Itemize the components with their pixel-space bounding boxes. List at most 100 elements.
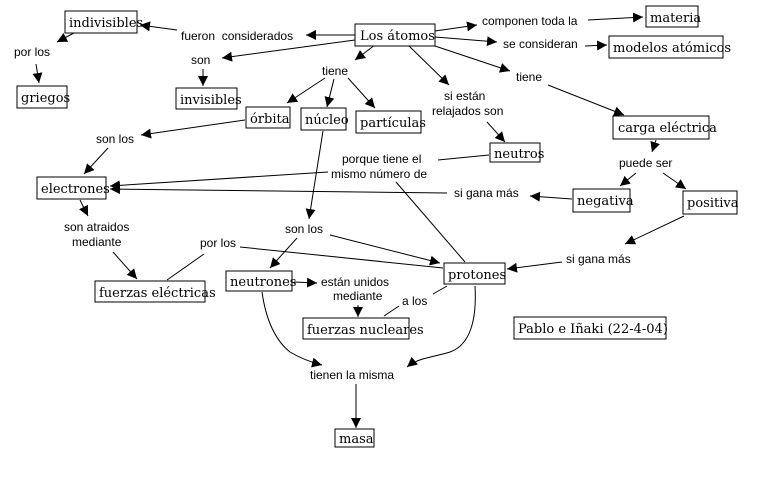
link-label: tiene bbox=[516, 70, 542, 84]
edge bbox=[261, 291, 323, 368]
link-label: si están bbox=[444, 89, 485, 103]
link-label: tienen la misma bbox=[310, 368, 394, 382]
edge bbox=[529, 191, 573, 202]
link-label: mismo número de bbox=[331, 167, 427, 181]
node-label: protones bbox=[448, 268, 506, 283]
edge bbox=[293, 277, 318, 288]
edge bbox=[109, 171, 329, 191]
node-label: electrones bbox=[41, 182, 110, 197]
edge bbox=[324, 78, 335, 108]
link-label: fueron considerados bbox=[181, 29, 293, 43]
edge bbox=[56, 32, 75, 43]
edge bbox=[166, 253, 205, 281]
edge bbox=[83, 147, 109, 175]
link-label: si gana más bbox=[454, 186, 519, 200]
link-label: a los bbox=[402, 294, 427, 308]
edge bbox=[587, 12, 644, 23]
node-label: neutros bbox=[494, 147, 544, 162]
link-label: relajados son bbox=[432, 104, 503, 118]
edge bbox=[79, 199, 89, 217]
node-neutros[interactable]: neutros bbox=[489, 142, 544, 163]
link-label: porque tiene el bbox=[342, 152, 421, 166]
node-neutrones[interactable]: neutrones bbox=[225, 270, 296, 292]
edge bbox=[221, 39, 356, 62]
node-modelos[interactable]: modelos atómicos bbox=[608, 35, 731, 59]
edge bbox=[395, 181, 466, 263]
node-label: fuerzas eléctricas bbox=[99, 286, 216, 301]
node-label: positiva bbox=[687, 196, 739, 211]
link-label: están unidos bbox=[321, 275, 389, 289]
node-protones[interactable]: protones bbox=[443, 262, 506, 285]
node-label: neutrones bbox=[230, 275, 296, 290]
edge bbox=[406, 285, 476, 368]
node-invisibles[interactable]: invisibles bbox=[175, 87, 242, 110]
node-label: negativa bbox=[577, 194, 634, 209]
edge bbox=[269, 237, 298, 269]
edge bbox=[407, 44, 450, 86]
edge bbox=[584, 40, 608, 51]
edge bbox=[434, 21, 478, 32]
edge bbox=[109, 184, 448, 195]
edge bbox=[139, 21, 178, 32]
node-materia[interactable]: materia bbox=[645, 5, 701, 28]
edge bbox=[437, 154, 490, 161]
link-label: puede ser bbox=[619, 156, 672, 170]
edge bbox=[431, 44, 511, 73]
node-label: modelos atómicos bbox=[613, 41, 731, 56]
link-label: son los bbox=[285, 222, 323, 236]
link-label: si gana más bbox=[566, 252, 631, 266]
edges bbox=[32, 12, 687, 428]
link-label: por los bbox=[14, 45, 50, 59]
edge bbox=[619, 172, 637, 187]
link-label: componen toda la bbox=[482, 14, 578, 28]
edge bbox=[432, 285, 448, 295]
node-atomos[interactable]: Los átomos bbox=[354, 23, 436, 47]
edge bbox=[434, 36, 498, 47]
edge bbox=[239, 246, 444, 269]
node-nucleo[interactable]: núcleo bbox=[300, 107, 349, 131]
node-carga[interactable]: carga eléctrica bbox=[612, 115, 717, 140]
edge bbox=[624, 215, 685, 245]
edge bbox=[662, 172, 687, 190]
edge bbox=[329, 234, 441, 266]
node-electrones[interactable]: electrones bbox=[36, 176, 110, 200]
node-orbita[interactable]: órbita bbox=[245, 106, 291, 129]
node-negativa[interactable]: negativa bbox=[572, 188, 634, 213]
edge bbox=[305, 130, 324, 220]
node-fuerzas-electricas[interactable]: fuerzas eléctricas bbox=[94, 280, 216, 303]
credits-box: Pablo e Iñaki (22-4-04) bbox=[513, 316, 668, 340]
node-fuerzas-nucleares[interactable]: fuerzas nucleares bbox=[302, 317, 424, 340]
node-label: carga eléctrica bbox=[618, 121, 717, 136]
link-label: tiene bbox=[322, 64, 348, 78]
link-label: se consideran bbox=[503, 37, 578, 51]
edge bbox=[286, 77, 326, 104]
edge bbox=[140, 119, 246, 139]
edge bbox=[354, 44, 376, 61]
link-label: son los bbox=[96, 132, 134, 146]
edge bbox=[486, 121, 506, 143]
node-label: Los átomos bbox=[360, 29, 435, 44]
node-label: fuerzas nucleares bbox=[307, 323, 424, 338]
node-particulas[interactable]: partículas bbox=[355, 110, 426, 134]
credits-label: Pablo e Iñaki (22-4-04) bbox=[518, 322, 668, 337]
node-label: griegos bbox=[21, 91, 70, 106]
node-label: masa bbox=[339, 432, 374, 447]
link-label: mediante bbox=[333, 289, 383, 303]
node-label: invisibles bbox=[180, 93, 242, 108]
node-label: órbita bbox=[250, 112, 290, 127]
node-label: materia bbox=[650, 11, 701, 26]
node-indivisibles[interactable]: indivisibles bbox=[64, 10, 143, 34]
edge bbox=[347, 77, 376, 109]
link-label: son atraidos bbox=[64, 220, 129, 234]
node-griegos[interactable]: griegos bbox=[16, 85, 70, 109]
edge bbox=[383, 305, 400, 317]
node-masa[interactable]: masa bbox=[334, 428, 375, 448]
link-label: mediante bbox=[72, 235, 122, 249]
node-label: indivisibles bbox=[69, 16, 143, 31]
node-positiva[interactable]: positiva bbox=[682, 190, 739, 215]
node-label: partículas bbox=[360, 116, 426, 131]
edge bbox=[650, 139, 660, 153]
node-label: núcleo bbox=[305, 113, 349, 128]
edge bbox=[547, 84, 625, 116]
